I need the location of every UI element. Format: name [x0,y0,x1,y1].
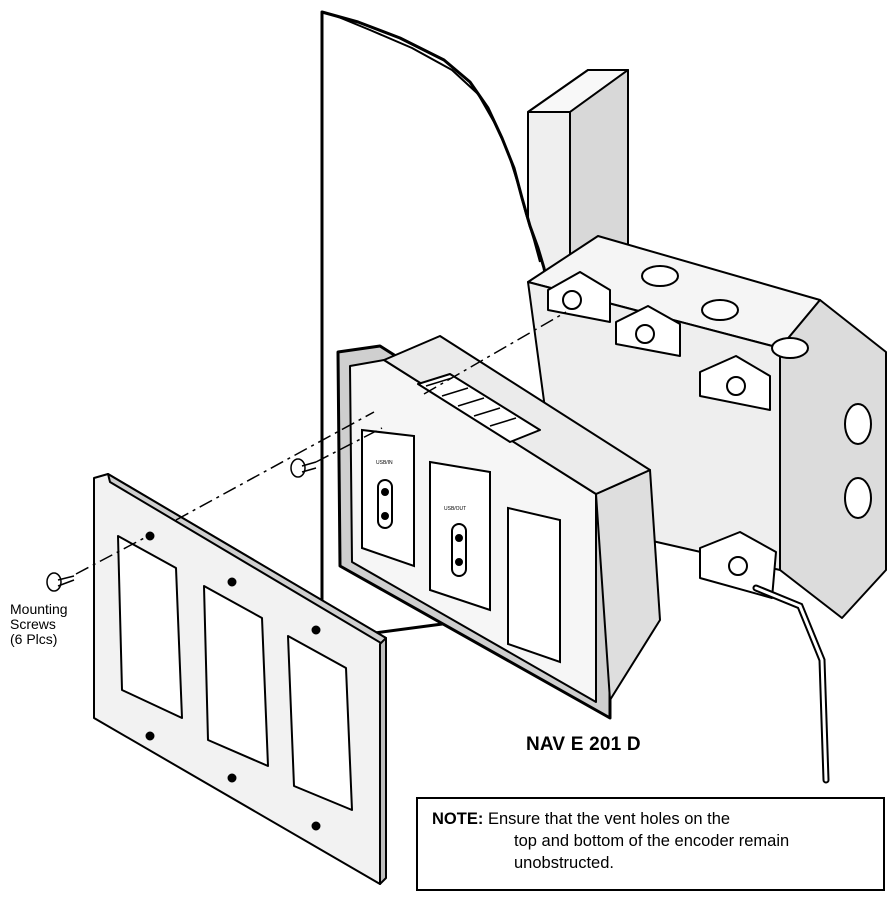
screws-label-line3: (6 Plcs) [10,631,58,647]
screws-label-line2: Screws [10,616,56,632]
alignment-lines [75,311,567,575]
encoder-blank-cover [507,506,561,664]
mounting-screws-label: Mounting Screws (6 Plcs) [10,602,68,647]
module-label-b: USB/OUT [444,506,466,512]
note-line-1: Ensure that the vent holes on the [487,810,731,828]
encoder-module-b [429,460,491,612]
wall-plate [93,473,387,885]
module-label-a: USB/IN [376,460,393,466]
note-text: NOTE: Ensure that the vent holes on the … [432,808,872,874]
note-box: NOTE: Ensure that the vent holes on the … [416,797,885,891]
note-heading: NOTE: [432,810,484,828]
electrical-box [527,235,887,619]
encoder-module-a [361,428,415,568]
mounting-screw-left [46,572,75,592]
note-line-2: top and bottom of the encoder remain [514,832,790,850]
screws-label-line1: Mounting [10,601,68,617]
mounting-screw-center [290,458,317,478]
cable [752,584,830,784]
product-model-label: NAV E 201 D [526,734,641,755]
note-line-3: unobstructed. [514,854,614,872]
